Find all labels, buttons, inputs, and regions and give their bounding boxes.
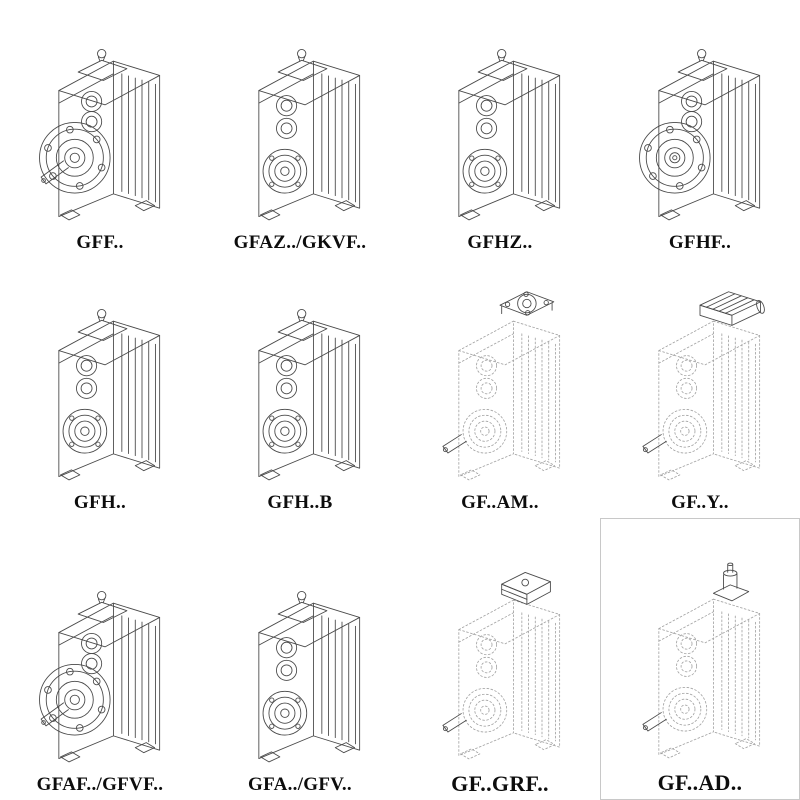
product-label: GFH..	[73, 492, 127, 514]
technical-drawing	[442, 291, 561, 481]
product-label: GFHZ..	[467, 232, 533, 254]
solid-lines	[642, 291, 765, 454]
gearbox-drawing	[611, 280, 789, 490]
product-cell-gfaf-gfvf: GFAF../GFVF..	[0, 518, 200, 800]
product-cell-gf-y: GF..Y..	[600, 258, 800, 518]
solid-lines	[639, 49, 761, 221]
product-cell-gfhf: GFHF..	[600, 0, 800, 258]
technical-drawing	[639, 49, 761, 221]
top-attachment	[501, 571, 551, 605]
technical-drawing	[442, 571, 561, 759]
product-cell-gf-grf: GF..GRF..	[400, 518, 600, 800]
product-label: GFH..B	[267, 492, 333, 514]
product-label: GF..AD..	[657, 769, 743, 795]
phantom-lines	[658, 598, 761, 758]
product-label: GFHF..	[668, 232, 732, 254]
technical-drawing	[39, 591, 161, 763]
product-label: GF..Y..	[671, 492, 729, 514]
solid-lines	[258, 591, 361, 763]
product-label: GFAZ../GKVF..	[233, 232, 367, 254]
product-cell-gff: GFF..	[0, 0, 200, 258]
product-cell-gfa-gfv: GFA../GFV..	[200, 518, 400, 800]
product-label: GFF..	[76, 232, 124, 254]
gearbox-drawing	[411, 559, 589, 769]
product-cell-gfh: GFH..	[0, 258, 200, 518]
top-attachment	[499, 291, 555, 316]
gearbox-drawing	[11, 20, 189, 230]
product-cell-gf-am: GF..AM..	[400, 258, 600, 518]
technical-drawing	[39, 49, 161, 221]
phantom-lines	[658, 320, 761, 481]
technical-drawing	[258, 49, 361, 221]
top-attachment	[712, 562, 750, 601]
solid-lines	[39, 49, 161, 221]
technical-drawing	[458, 49, 561, 221]
product-label: GFA../GFV..	[248, 774, 352, 796]
gearbox-drawing	[211, 280, 389, 490]
technical-drawing	[58, 309, 161, 481]
product-label: GFAF../GFVF..	[36, 774, 164, 796]
solid-lines	[458, 49, 561, 221]
top-attachment	[699, 291, 765, 327]
solid-lines	[39, 591, 161, 763]
technical-drawing	[642, 562, 761, 758]
gearbox-drawing	[411, 20, 589, 230]
solid-lines	[442, 291, 555, 454]
phantom-lines	[458, 320, 561, 481]
gearbox-drawing	[411, 280, 589, 490]
phantom-lines	[458, 599, 561, 759]
product-cell-gfhz: GFHZ..	[400, 0, 600, 258]
gearbox-drawing	[211, 20, 389, 230]
product-label: GF..AM..	[461, 492, 539, 514]
gearbox-drawing	[611, 20, 789, 230]
solid-lines	[258, 49, 361, 221]
product-cell-gf-ad: GF..AD..	[600, 518, 800, 800]
technical-drawing	[258, 309, 361, 481]
product-cell-gfh-b: GFH..B	[200, 258, 400, 518]
solid-lines	[58, 309, 161, 481]
gearbox-drawing	[611, 558, 789, 768]
solid-lines	[258, 309, 361, 481]
gearbox-drawing	[11, 280, 189, 490]
solid-lines	[442, 571, 551, 733]
solid-lines	[642, 562, 750, 732]
product-cell-gfaz-gkvf: GFAZ../GKVF..	[200, 0, 400, 258]
gearbox-drawing	[11, 562, 189, 772]
technical-drawing	[258, 591, 361, 763]
gearbox-drawing	[211, 562, 389, 772]
product-label: GF..GRF..	[451, 770, 549, 796]
technical-drawing	[642, 291, 765, 481]
